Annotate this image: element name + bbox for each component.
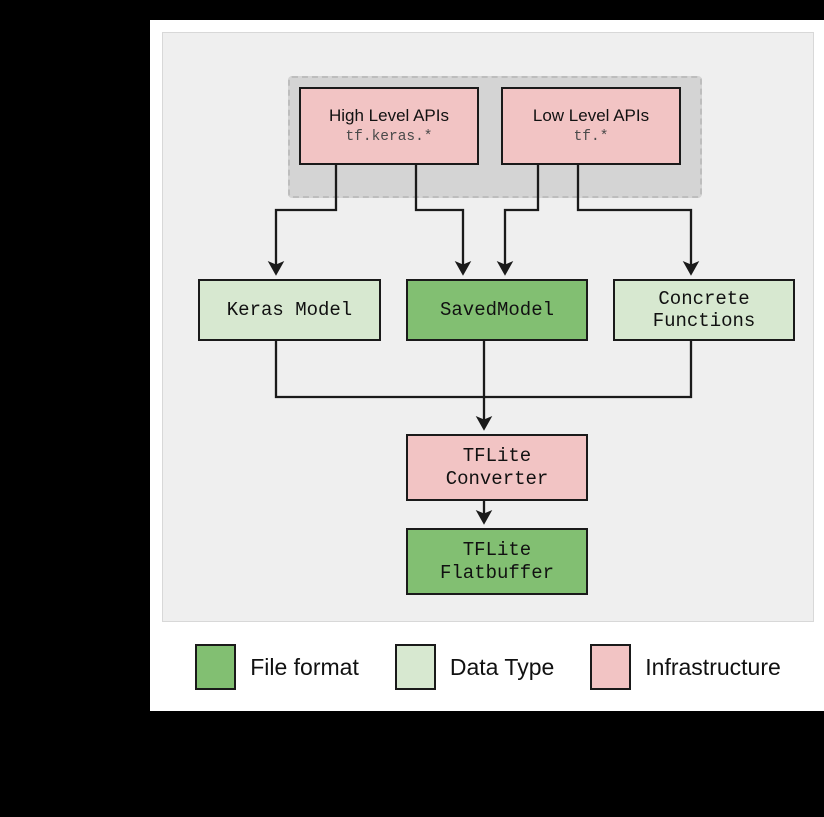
node-low-level-apis[interactable]: Low Level APIs tf.* bbox=[501, 87, 681, 165]
node-high-level-apis-subtitle: tf.keras.* bbox=[345, 128, 433, 145]
legend-swatch-infrastructure bbox=[590, 644, 632, 690]
legend-swatch-file-format bbox=[195, 644, 237, 690]
diagram-card: High Level APIs tf.keras.* Low Level API… bbox=[150, 20, 824, 711]
legend-item-data-type: Data Type bbox=[394, 644, 555, 690]
node-savedmodel[interactable]: SavedModel bbox=[406, 279, 588, 341]
node-low-level-apis-title: Low Level APIs bbox=[532, 105, 650, 125]
diagram-panel: High Level APIs tf.keras.* Low Level API… bbox=[162, 32, 814, 622]
node-keras-model-title: Keras Model bbox=[226, 298, 353, 321]
node-tflite-flatbuffer[interactable]: TFLite Flatbuffer bbox=[406, 528, 588, 595]
legend-swatch-data-type bbox=[394, 644, 436, 690]
legend-item-file-format: File format bbox=[195, 644, 359, 690]
legend-label-data-type: Data Type bbox=[449, 653, 555, 680]
node-savedmodel-title: SavedModel bbox=[439, 298, 555, 321]
node-tflite-converter-title: TFLite Converter bbox=[445, 445, 549, 490]
node-tflite-flatbuffer-title: TFLite Flatbuffer bbox=[439, 539, 555, 584]
node-high-level-apis-title: High Level APIs bbox=[328, 105, 449, 125]
node-high-level-apis[interactable]: High Level APIs tf.keras.* bbox=[299, 87, 479, 165]
legend-label-file-format: File format bbox=[250, 653, 359, 680]
node-tflite-converter[interactable]: TFLite Converter bbox=[406, 434, 588, 501]
node-concrete-functions[interactable]: Concrete Functions bbox=[613, 279, 795, 341]
legend-label-infrastructure: Infrastructure bbox=[645, 653, 781, 680]
node-low-level-apis-subtitle: tf.* bbox=[573, 128, 609, 145]
node-concrete-functions-title: Concrete Functions bbox=[652, 287, 756, 332]
legend: File format Data Type Infrastructure bbox=[162, 632, 814, 702]
legend-item-infrastructure: Infrastructure bbox=[590, 644, 781, 690]
node-keras-model[interactable]: Keras Model bbox=[198, 279, 381, 341]
